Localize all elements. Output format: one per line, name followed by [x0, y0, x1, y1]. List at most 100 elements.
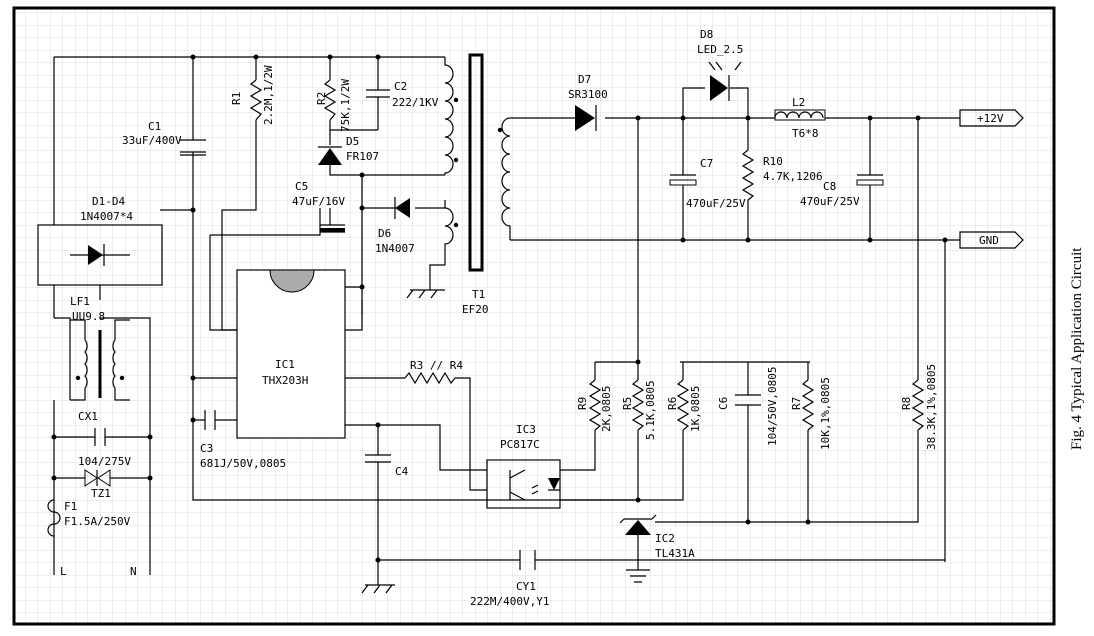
ic2-value: TL431A: [655, 547, 695, 560]
labels: R1 2.2M,1/2W R2 75K,1/2W C2 222/1KV C1 3…: [60, 28, 1004, 608]
f1-ref: F1: [64, 500, 77, 513]
ac-input-l-label: L: [60, 565, 67, 578]
d1d4-value: 1N4007*4: [80, 210, 133, 223]
resistor-r6: [676, 379, 690, 431]
r5-ref: R5: [621, 397, 634, 410]
led-d8: [708, 61, 742, 101]
schematic-border: [12, 6, 1056, 626]
figure-caption: Fig. 4 Typical Application Circuit: [1069, 247, 1085, 450]
c6-value: 104/50V,0805: [766, 367, 779, 446]
port-plus-12v: [959, 109, 1024, 127]
d7-value: SR3100: [568, 88, 608, 101]
r2-value: 75K,1/2W: [339, 79, 352, 132]
d6-value: 1N4007: [375, 242, 415, 255]
varistor-tz1: [84, 469, 111, 487]
r9-value: 2K,0805: [600, 386, 613, 432]
resistor-r1: [249, 79, 263, 121]
c1-value: 33uF/400V: [122, 134, 182, 147]
c5-ref: C5: [295, 180, 308, 193]
l2-ref: L2: [792, 96, 805, 109]
c7-value: 470uF/25V: [686, 197, 746, 210]
c3-value: 681J/50V,0805: [200, 457, 286, 470]
d5-value: FR107: [346, 150, 379, 163]
d7-ref: D7: [578, 73, 591, 86]
junction-dots: [51, 54, 948, 563]
inductor-l2: [774, 109, 826, 121]
d6-ref: D6: [378, 227, 391, 240]
f1-value: F1.5A/250V: [64, 515, 131, 528]
ic3-value: PC817C: [500, 438, 540, 451]
capacitor-cy1: [519, 550, 536, 570]
resistor-r10: [741, 149, 755, 201]
resistor-r9: [588, 379, 602, 431]
d1d4-ref: D1-D4: [92, 195, 125, 208]
ic1-value: THX203H: [262, 374, 308, 387]
c3-ref: C3: [200, 442, 213, 455]
grid-background: [14, 8, 1054, 624]
capacitor-c1: [180, 139, 206, 160]
capacitor-cx1: [94, 428, 106, 446]
wires: [53, 56, 960, 585]
c2-value: 222/1KV: [392, 96, 439, 109]
r5-value: 5.1K,0805: [644, 380, 657, 440]
ground-symbol-aux: [406, 264, 445, 299]
capacitor-c8: [856, 165, 884, 195]
resistor-r5: [631, 379, 645, 431]
transformer-t1: [444, 53, 511, 272]
capacitor-c3: [204, 410, 216, 430]
resistor-r3-r4: [404, 371, 456, 385]
r9-ref: R9: [576, 397, 589, 410]
cy1-value: 222M/400V,Y1: [470, 595, 549, 608]
r7-ref: R7: [790, 397, 803, 410]
c5-value: 47uF/16V: [292, 195, 345, 208]
diode-d5: [318, 146, 342, 165]
port-gnd-label: GND: [979, 234, 999, 247]
c8-value: 470uF/25V: [800, 195, 860, 208]
ground-symbol-secondary: [626, 569, 650, 583]
lf1-value: UU9.8: [72, 310, 105, 323]
r1-value: 2.2M,1/2W: [262, 65, 275, 125]
capacitor-c6: [735, 394, 761, 406]
r10-ref: R10: [763, 155, 783, 168]
regulator-ic2: [619, 514, 657, 535]
capacitor-c7: [669, 160, 697, 195]
ac-input-n-label: N: [130, 565, 137, 578]
c7-ref: C7: [700, 157, 713, 170]
diode-d7: [575, 105, 597, 131]
port-gnd: [959, 231, 1024, 249]
r6-value: 1K,0805: [689, 386, 702, 432]
l2-value: T6*8: [792, 127, 819, 140]
ic1-body: [236, 269, 346, 439]
tz1-ref: TZ1: [91, 487, 111, 500]
cy1-ref: CY1: [516, 580, 536, 593]
d8-value: LED_2.5: [697, 43, 743, 56]
ic1-ref: IC1: [275, 358, 295, 371]
d5-ref: D5: [346, 135, 359, 148]
resistor-r7: [801, 379, 815, 431]
r1-ref: R1: [230, 92, 243, 105]
c6-ref: C6: [717, 397, 730, 410]
capacitor-c5: [320, 224, 345, 233]
t1-ref: T1: [472, 288, 485, 301]
optocoupler-ic3: [486, 459, 561, 509]
choke-lf1: [70, 319, 130, 401]
d8-ref: D8: [700, 28, 713, 41]
fuse-f1: [47, 499, 61, 537]
ground-symbol-primary: [361, 584, 395, 594]
r7-value: 10K,1%,0805: [819, 377, 832, 450]
c8-ref: C8: [823, 180, 836, 193]
capacitor-c4: [365, 454, 391, 470]
capacitor-c2: [366, 89, 390, 110]
bridge-rectifier-d1-d4: [37, 224, 163, 286]
r3r4-ref: R3 // R4: [410, 359, 463, 372]
resistor-r2: [323, 79, 337, 121]
diode-d6: [394, 197, 410, 219]
port-plus-12v-label: +12V: [977, 112, 1004, 125]
r8-ref: R8: [900, 397, 913, 410]
cx1-value: 104/275V: [78, 455, 131, 468]
r6-ref: R6: [666, 397, 679, 410]
c2-ref: C2: [394, 80, 407, 93]
c1-ref: C1: [148, 120, 161, 133]
